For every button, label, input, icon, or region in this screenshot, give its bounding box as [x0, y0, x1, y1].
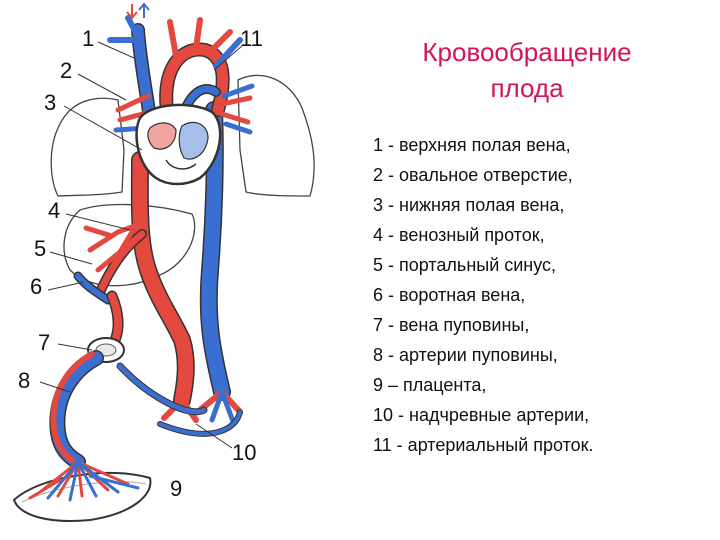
placenta: [14, 462, 150, 521]
label-5: 5: [34, 238, 46, 260]
legend-item: 6 - воротная вена,: [373, 280, 594, 310]
legend-item: 8 - артерии пуповины,: [373, 340, 594, 370]
label-6: 6: [30, 276, 42, 298]
legend-item: 11 - артериальный проток.: [373, 430, 594, 460]
heart: [137, 105, 221, 184]
legend-item: 5 - портальный синус,: [373, 250, 594, 280]
inferior-vena-cava: [140, 160, 186, 400]
label-4: 4: [48, 200, 60, 222]
label-9: 9: [170, 478, 182, 500]
right-lung: [51, 98, 124, 196]
legend-list: 1 - верхняя полая вена, 2 - овальное отв…: [373, 130, 594, 460]
page-title: Кровообращение плода: [372, 34, 682, 106]
label-1: 1: [82, 28, 94, 50]
legend-item: 7 - вена пуповины,: [373, 310, 594, 340]
legend-item: 3 - нижняя полая вена,: [373, 190, 594, 220]
legend-item: 10 - надчревные артерии,: [373, 400, 594, 430]
superior-vena-cava: [138, 30, 150, 118]
title-line-1: Кровообращение: [372, 34, 682, 70]
legend-item: 1 - верхняя полая вена,: [373, 130, 594, 160]
label-11: 11: [240, 28, 263, 50]
legend-item: 9 – плацента,: [373, 370, 594, 400]
label-2: 2: [60, 60, 72, 82]
label-8: 8: [18, 370, 30, 392]
left-lung: [238, 75, 314, 196]
label-3: 3: [44, 92, 56, 114]
fetal-circulation-diagram: [0, 0, 360, 540]
label-10: 10: [232, 442, 256, 464]
umbilical-cord: [53, 354, 96, 462]
legend-item: 2 - овальное отверстие,: [373, 160, 594, 190]
label-7: 7: [38, 332, 50, 354]
legend-item: 4 - венозный проток,: [373, 220, 594, 250]
flow-arrow-up-icon: [139, 4, 149, 18]
title-line-2: плода: [372, 70, 682, 106]
epigastric-arteries: [160, 412, 240, 434]
